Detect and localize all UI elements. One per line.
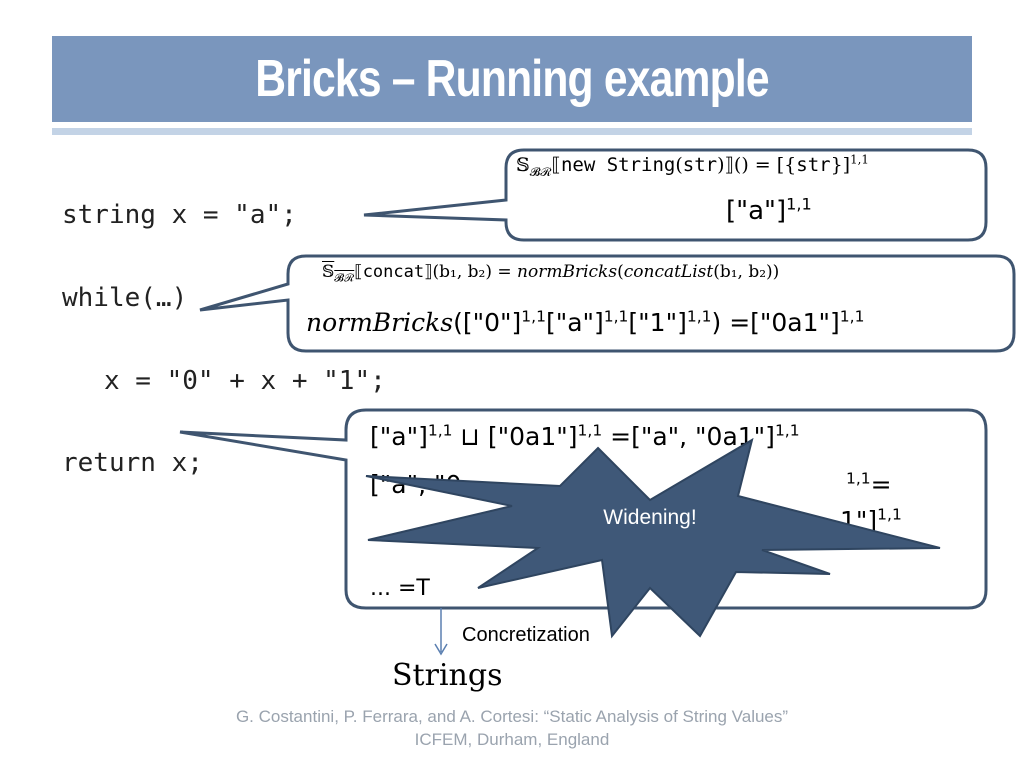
title-underline [52, 128, 972, 135]
widening-burst [365, 437, 941, 639]
callout-3-line-2-end: 1,1= [846, 469, 892, 499]
callout-1-bubble [363, 148, 988, 242]
code-line-3: x = "0" + x + "1"; [104, 366, 386, 396]
callout-1-formula: 𝕊𝓑ℛ⟦new String(str)⟧() = [{str}]1,1 [516, 152, 869, 179]
title-bar: Bricks – Running example [52, 36, 972, 122]
code-line-2: while(…) [62, 283, 188, 313]
footer-citation: G. Costantini, P. Ferrara, and A. Cortes… [150, 705, 874, 751]
callout-1-result: ["a"]1,1 [726, 194, 812, 226]
footer-line-1: G. Costantini, P. Ferrara, and A. Cortes… [235, 707, 789, 726]
callout-2-bubble [199, 254, 1016, 353]
footer-line-2: ICFEM, Durham, England [414, 730, 610, 749]
callout-3-line-1: ["a"]1,1 ⊔ ["0a1"]1,1 =["a", "0a1"]1,1 [370, 421, 800, 451]
code-line-4: return x; [62, 448, 203, 478]
widening-label: Widening! [603, 506, 697, 529]
concretization-label: Concretization [462, 624, 590, 646]
callout-3-line-4: ... =T [370, 576, 430, 601]
callout-2-formula: 𝕊𝓑ℛ⟦concat⟧(b₁, b₂) = normBricks(concatL… [322, 262, 780, 285]
slide-title: Bricks – Running example [255, 50, 769, 108]
callout-2-result: normBricks(["0"]1,1["a"]1,1["1"]1,1) =["… [306, 307, 865, 337]
code-line-1: string x = "a"; [62, 200, 297, 230]
concretization-arrowhead [434, 643, 448, 656]
strings-label: Strings [392, 658, 503, 693]
